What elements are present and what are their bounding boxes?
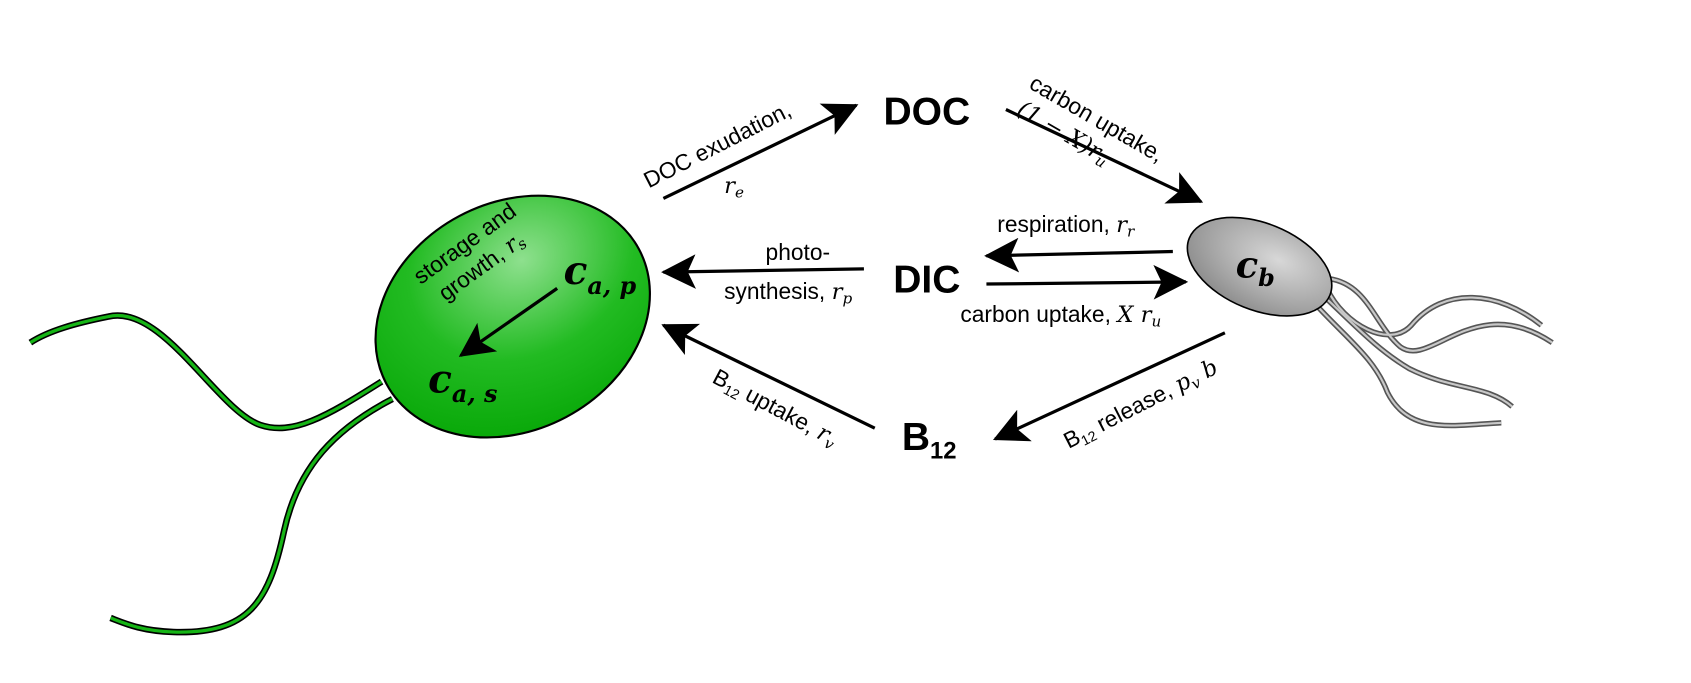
photosynthesis-arrow bbox=[661, 254, 864, 289]
b12-release-arrow bbox=[992, 331, 1226, 442]
carbon-uptake-dic-label: carbon uptake, X ru bbox=[960, 301, 1161, 330]
doc-pool-label: DOC bbox=[883, 91, 970, 134]
b12-release-label: B12 release, pv b bbox=[1059, 353, 1223, 456]
storage-growth-arrow bbox=[458, 287, 559, 357]
respiration-arrow bbox=[984, 237, 1173, 273]
alga-flagella bbox=[28, 312, 394, 636]
b12-uptake-label: B12 uptake, rv bbox=[707, 363, 843, 454]
respiration-label: respiration, rr bbox=[997, 211, 1135, 240]
doc-exudation-rate: re bbox=[724, 173, 744, 201]
bacteria-pool-label: cb bbox=[1236, 243, 1275, 293]
photosynthesis-label: synthesis, rp bbox=[724, 278, 852, 307]
bacteria-cell bbox=[1186, 216, 1333, 317]
alga-pool-p-label: ca, p bbox=[564, 248, 637, 300]
alga-cell bbox=[374, 194, 651, 439]
photosynthesis-label-line1: photo- bbox=[766, 239, 831, 265]
b12-pool-label: B12 bbox=[902, 416, 957, 465]
dic-pool-label: DIC bbox=[893, 259, 960, 302]
b12-uptake-arrow bbox=[661, 323, 876, 430]
alga-pool-s-label: ca, s bbox=[428, 356, 497, 408]
carbon-uptake-doc-arrow bbox=[1005, 108, 1204, 204]
doc-exudation-arrow bbox=[662, 103, 859, 200]
bacteria-flagella bbox=[1312, 275, 1554, 429]
carbon-uptake-dic-arrow bbox=[986, 264, 1189, 300]
